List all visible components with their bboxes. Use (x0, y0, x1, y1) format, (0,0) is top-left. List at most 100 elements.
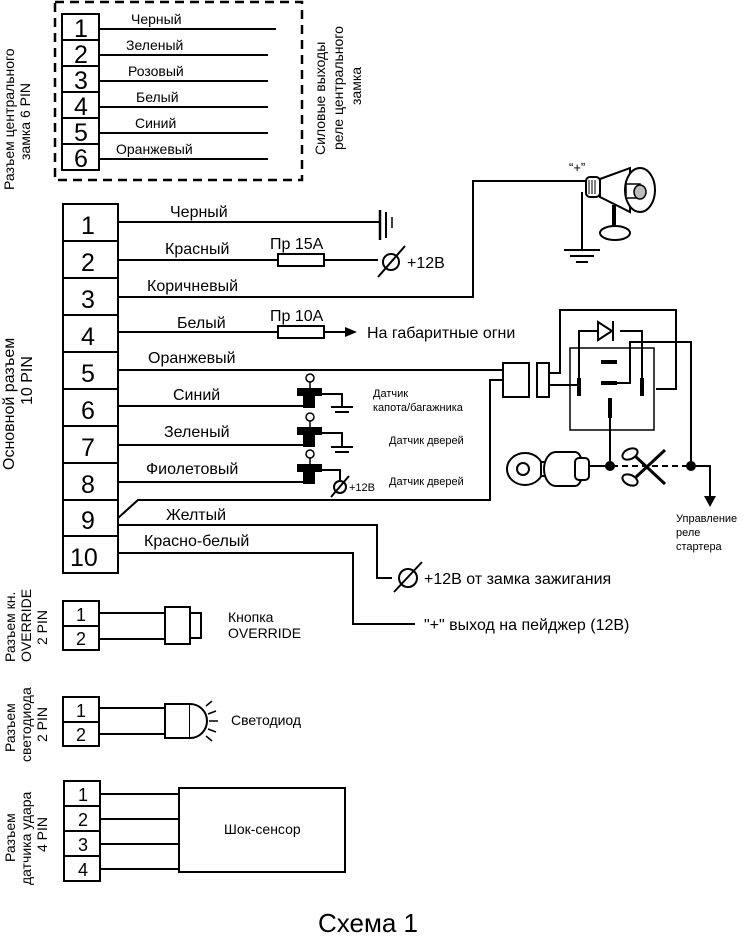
wire-color-label: Зеленый (126, 37, 183, 53)
pin-cell (62, 535, 119, 574)
wire-9 (117, 379, 503, 519)
wire-color-label: Черный (131, 11, 182, 27)
wire-color-label: Фиолетовый (146, 461, 238, 478)
override-side-label-1: Разъем кн. (2, 592, 18, 662)
override-device-label-1: Кнопка (228, 609, 274, 625)
led-device-label: Светодиод (231, 712, 301, 728)
override-connector-group: Разъем кн. OVERRIDE 2 PIN 1 2 Кнопка OVE… (2, 589, 301, 662)
wire-color-label: Синий (173, 387, 220, 404)
wire-color-label: Синий (135, 115, 176, 131)
parking-lights-label: На габаритные огни (367, 325, 515, 342)
override-side-label-2: OVERRIDE (18, 589, 34, 662)
door-switch-icon (297, 373, 322, 408)
wire-color-label: Оранжевый (148, 350, 236, 367)
diagram-title: Схема 1 (318, 908, 418, 938)
scissors-icon (621, 447, 667, 487)
central-lock-connector-group: Разъем центрального замка 6 PIN Силовые … (1, 0, 364, 190)
ground-icon (331, 446, 353, 453)
starter-relay-label-3: стартера (676, 541, 723, 553)
siren-plus-label: “+” (569, 160, 585, 175)
wire-color-label: Красно-белый (144, 533, 249, 550)
wire-9-ignition (118, 524, 392, 579)
power-outputs-label-1: Силовые выходы (312, 42, 328, 155)
led-pin-1: 1 (76, 701, 86, 721)
chassis-ground-icon (378, 210, 393, 240)
led-side-label-3: 2 PIN (34, 707, 50, 742)
shock-sensor-box (178, 787, 346, 873)
junction-dot (605, 461, 615, 471)
pin-number: 3 (81, 286, 95, 314)
plus12-label: +12В (407, 255, 445, 272)
wire-color-label: Оранжевый (116, 141, 193, 157)
override-pin-2: 2 (76, 629, 86, 649)
wire-color-label: Зеленый (164, 424, 230, 441)
arrow-right-icon (345, 327, 357, 337)
pin-number: 3 (74, 67, 88, 95)
central-lock-side-label-2: замка 6 PIN (17, 83, 33, 160)
fuse-10a (277, 325, 325, 339)
terminal-icon (330, 475, 350, 498)
pin-number: 2 (81, 249, 95, 277)
led-side-label-1: Разъем (2, 703, 18, 752)
main-connector-side-label-2: 10 PIN (19, 356, 36, 405)
hood-sensor-label-1: Датчик (373, 388, 408, 400)
pin-number: 1 (74, 15, 88, 43)
fuse-10a-label: Пр 10А (270, 308, 324, 325)
power-outputs-label-3: замка (348, 67, 364, 105)
led-pin-2: 2 (76, 725, 86, 745)
pin-number: 5 (74, 119, 88, 147)
ground-icon (564, 249, 600, 263)
fuse-15a (277, 253, 325, 267)
dashed-frame (53, 0, 304, 182)
pin-number: 10 (70, 544, 98, 572)
pin-number: 1 (81, 212, 95, 240)
door-switch-icon (297, 412, 322, 447)
override-side-label-3: 2 PIN (34, 610, 50, 645)
power-outputs-label-2: реле центрального (330, 26, 346, 150)
ignition-label: +12В от замка зажигания (424, 571, 611, 588)
sensor-plus12-label: +12В (349, 482, 375, 494)
button-icon (164, 606, 202, 645)
arrow-down-icon (704, 496, 716, 507)
shock-side-label-3: 4 PIN (34, 817, 50, 852)
pin-cell (63, 830, 101, 857)
override-pin-1: 1 (76, 605, 86, 625)
hood-sensor-label-2: капота/багажника (373, 402, 464, 414)
starter-wire (691, 465, 711, 497)
starter-relay-label-1: Управление (676, 513, 737, 525)
pin-cell (61, 39, 100, 67)
led-connector-group: Разъем светодиода 2 PIN 1 2 Светодиод (2, 687, 301, 762)
pager-label: "+" выход на пейджер (12В) (424, 617, 629, 634)
pin-number: 4 (74, 93, 88, 121)
pin-number: 8 (81, 471, 95, 499)
led-side-label-2: светодиода (18, 687, 34, 762)
relay-icon (569, 330, 692, 466)
door-sensor-label-1: Датчик дверей (389, 435, 464, 447)
ignition-key-icon (506, 451, 590, 487)
pin-number: 2 (78, 810, 88, 830)
terminal-icon (377, 245, 406, 278)
pin-cell (62, 351, 119, 390)
pin-number: 7 (81, 434, 95, 462)
pin-cell (61, 143, 100, 171)
siren-icon (585, 166, 656, 241)
wire-10 (118, 552, 415, 625)
shock-device-label: Шок-сенсор (224, 821, 301, 837)
wire-3 (118, 180, 590, 298)
pin-cell (62, 388, 119, 427)
pin-cell (62, 314, 119, 353)
shock-side-label-2: датчика удара (18, 791, 34, 885)
pin-number: 6 (81, 397, 95, 425)
wire-color-label: Розовый (128, 63, 184, 79)
central-lock-side-label-1: Разъем центрального (1, 48, 17, 190)
door-sensor-label-2: Датчик дверей (389, 476, 464, 488)
relay-connector (502, 309, 677, 398)
wire-color-label: Белый (177, 315, 226, 332)
pin-cell (62, 462, 119, 501)
wire-color-label: Красный (165, 241, 229, 258)
pin-number: 2 (74, 41, 88, 69)
override-device-label-2: OVERRIDE (228, 625, 301, 641)
